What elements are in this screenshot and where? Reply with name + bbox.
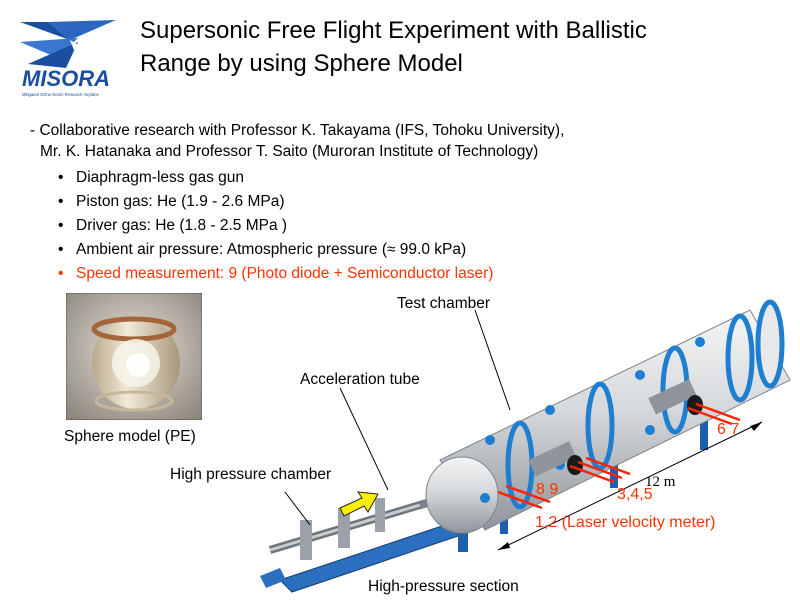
- title-line-1: Supersonic Free Flight Experiment with B…: [140, 17, 647, 44]
- sphere-model-label: Sphere model (PE): [64, 428, 196, 445]
- page-title: Supersonic Free Flight Experiment with B…: [140, 14, 780, 80]
- test-chamber-label: Test chamber: [397, 295, 491, 312]
- misora-logo: MISORA Mitigated SOnic-boom Research Air…: [20, 20, 116, 97]
- sensor-label-3-4-5: 3,4,5: [617, 486, 653, 503]
- intro-line-2: Mr. K. Hatanaka and Professor T. Saito (…: [40, 143, 539, 160]
- svg-text:Mitigated SOnic-boom Research: Mitigated SOnic-boom Research Airplane: [22, 92, 99, 97]
- list-item: Driver gas: He (1.8 - 2.5 MPa ): [58, 214, 493, 238]
- acceleration-tube-label: Acceleration tube: [300, 371, 420, 388]
- sphere-model-photo: [66, 293, 202, 420]
- sensor-label-8-9: 8 9: [536, 481, 559, 498]
- sensor-label-6-7: 6 7: [717, 421, 740, 438]
- test-chamber-drawing: [425, 299, 791, 534]
- ballistic-range-diagram: [260, 299, 791, 593]
- length-label: 12 m: [645, 474, 676, 490]
- svg-text:MISORA: MISORA: [22, 66, 110, 91]
- collaboration-text: - Collaborative research with Professor …: [30, 120, 564, 162]
- intro-line-1: - Collaborative research with Professor …: [30, 122, 565, 139]
- spec-list: Diaphragm-less gas gun Piston gas: He (1…: [58, 166, 493, 286]
- high-pressure-chamber-label: High pressure chamber: [170, 466, 332, 483]
- list-item: Ambient air pressure: Atmospheric pressu…: [58, 238, 493, 262]
- high-pressure-section-drawing: [260, 498, 471, 593]
- high-pressure-section-label: High-pressure section: [368, 578, 519, 595]
- sensor-label-1-2: 1,2 (Laser velocity meter): [535, 514, 716, 531]
- list-item: Piston gas: He (1.9 - 2.6 MPa): [58, 190, 493, 214]
- list-item-highlight: Speed measurement: 9 (Photo diode + Semi…: [58, 262, 493, 286]
- direction-arrow-icon: [339, 491, 379, 517]
- title-line-2: Range by using Sphere Model: [140, 50, 463, 77]
- list-item: Diaphragm-less gas gun: [58, 166, 493, 190]
